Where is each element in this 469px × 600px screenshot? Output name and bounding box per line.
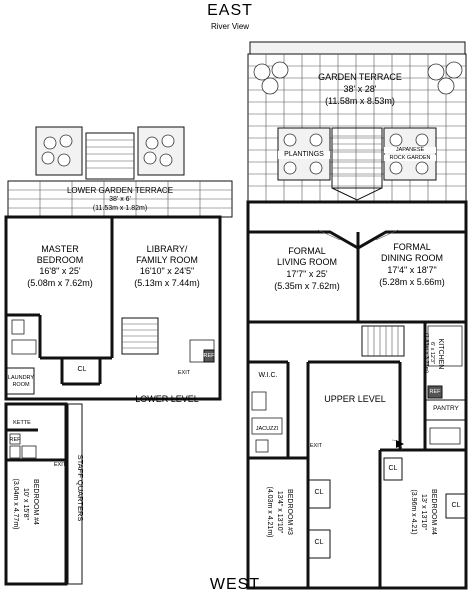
lower-stairs (121, 317, 159, 355)
lower-bedroom4-dims: 10' x 15'8" (22, 487, 29, 520)
dining-room-metric: (5.28m x 5.66m) (379, 277, 445, 287)
lower-bedroom4-metric: (3.04m x 4.77m) (12, 478, 19, 530)
upper-bath-vanity (251, 391, 267, 411)
west-heading: WEST (209, 576, 261, 593)
river-view-caption: River View (210, 22, 250, 31)
wic-label: W.I.C. (258, 372, 278, 379)
bay-window-left (317, 229, 341, 241)
kitchen-ref-box (427, 385, 443, 399)
closet-box-2 (307, 529, 331, 559)
kitchen-name: KITCHEN (437, 338, 444, 370)
upper-bedroom3-name: BEDROOM #3 (286, 489, 293, 535)
closet-box-1 (307, 479, 331, 509)
terrace-steps (85, 132, 135, 180)
living-room-name-1: FORMAL (288, 246, 326, 256)
planter-box-left (35, 126, 83, 176)
plantings-label: PLANTINGS (278, 151, 330, 159)
staff-quarters-label: STAFF QUARTERS (76, 454, 85, 522)
upper-level-walls (246, 200, 468, 590)
master-bedroom-name-1: MASTER (41, 244, 79, 254)
upper-level-label: UPPER LEVEL (324, 394, 386, 404)
library-metric: (5.13m x 7.44m) (134, 278, 200, 288)
staff-corridor (67, 403, 83, 585)
closet-label-4: CL (451, 502, 461, 509)
kitchen-metric: (1.83m x 3.73m) (423, 332, 429, 374)
closet-label-1: CL (314, 489, 324, 496)
upper-steps (331, 127, 383, 201)
closet-label-2: CL (314, 539, 324, 546)
lower-bath-tub (11, 339, 37, 355)
lower-closet-label: CL (77, 366, 87, 373)
library-name-2: FAMILY ROOM (136, 255, 198, 265)
lower-terrace-metric: (11.53m x 1.82m) (92, 205, 148, 212)
upper-stairs (361, 325, 405, 357)
laundry-room-box (5, 367, 35, 395)
master-bedroom-dims: 16'8" x 25' (39, 266, 81, 276)
living-room-name-2: LIVING ROOM (276, 257, 337, 267)
lower-exit-label: EXIT (177, 370, 191, 376)
upper-bedroom3-metric: (4.03m x 4.21m) (266, 486, 273, 538)
upper-bedroom3-dims: 13'4" x 13'10" (276, 490, 283, 534)
upper-bedroom4-metric: (3.96m x 4.21) (410, 489, 417, 535)
bay-window-right (375, 229, 399, 241)
upper-exit-label: EXIT (309, 443, 323, 449)
upper-bedroom4-name: BEDROOM #4 (430, 489, 437, 535)
jacuzzi-label: JACUZZI (255, 426, 279, 432)
hedge-strip (249, 41, 466, 55)
lower-terrace-dims: 38' x 6' (109, 196, 131, 203)
laundry-label-1: LAUNDRY (7, 375, 35, 381)
garden-terrace-metric: (11.58m x 8.53m) (325, 96, 395, 106)
kitchenette-label: KETTE (13, 420, 31, 426)
library-dims: 16'10" x 24'5" (139, 266, 195, 276)
kitchen-ref-label: REF (429, 389, 441, 395)
shrub-cluster-lower-left (41, 134, 73, 167)
lower-ref-box (203, 349, 215, 363)
master-bedroom-metric: (5.08m x 7.62m) (27, 278, 93, 288)
staff-quarters-walls (4, 402, 68, 586)
bay-front (248, 230, 466, 250)
upper-bath-toilet (255, 439, 269, 453)
closet-label-3: CL (388, 465, 398, 472)
shrub-cluster-upper-left (253, 61, 289, 95)
living-room-dims: 17'7" x 25' (286, 269, 328, 279)
staff-tub (21, 445, 37, 459)
japanese-label-1: JAPANESE (384, 147, 436, 153)
garden-terrace-name: GARDEN TERRACE (318, 72, 402, 82)
garden-terrace-dims: 38' x 28' (343, 84, 377, 94)
rock-garden-stones (389, 133, 429, 175)
jacuzzi-tub (251, 417, 283, 435)
living-room-metric: (5.35m x 7.62m) (274, 281, 340, 291)
staff-ref-box (9, 433, 21, 445)
lower-terrace-decking (8, 181, 232, 217)
lower-terrace-name: LOWER GARDEN TERRACE (66, 186, 174, 195)
planter-box-right (137, 126, 185, 176)
lower-level-label: LOWER LEVEL (135, 394, 199, 404)
library-name-1: LIBRARY/ (146, 244, 188, 254)
pantry-label: PANTRY (433, 405, 459, 412)
kitchen-dims: 6' x 12'3" (429, 341, 435, 365)
dining-room-dims: 17'4" x 18'7" (387, 265, 437, 275)
japanese-label-2: ROCK GARDEN (384, 155, 436, 161)
master-bedroom-name-2: BEDROOM (36, 255, 84, 265)
plantings-shrubs (283, 133, 323, 175)
staff-ref-label: REF (9, 437, 21, 443)
exit-arrow (396, 440, 404, 448)
staff-exit-label: EXIT (53, 462, 67, 468)
upper-bedroom4-dims: 13' x 13'10" (420, 494, 427, 530)
laundry-label-2: ROOM (12, 382, 30, 388)
dining-room-name-2: DINING ROOM (381, 253, 443, 263)
upper-right-tub (429, 427, 461, 445)
pantry-box (424, 399, 467, 421)
lower-bath-toilet (11, 319, 25, 335)
kitchen-counter (427, 325, 463, 367)
lower-ref-label: REF (203, 353, 215, 359)
east-heading: EAST (207, 2, 253, 19)
closet-box-4 (445, 493, 467, 519)
shrub-cluster-lower-right (143, 134, 175, 167)
dining-room-name-1: FORMAL (393, 242, 431, 252)
lower-bedroom4-name: BEDROOM #4 (32, 479, 39, 525)
closet-box-3 (383, 457, 403, 481)
shrub-cluster-upper-right (427, 61, 463, 95)
staff-fixture (9, 445, 21, 459)
